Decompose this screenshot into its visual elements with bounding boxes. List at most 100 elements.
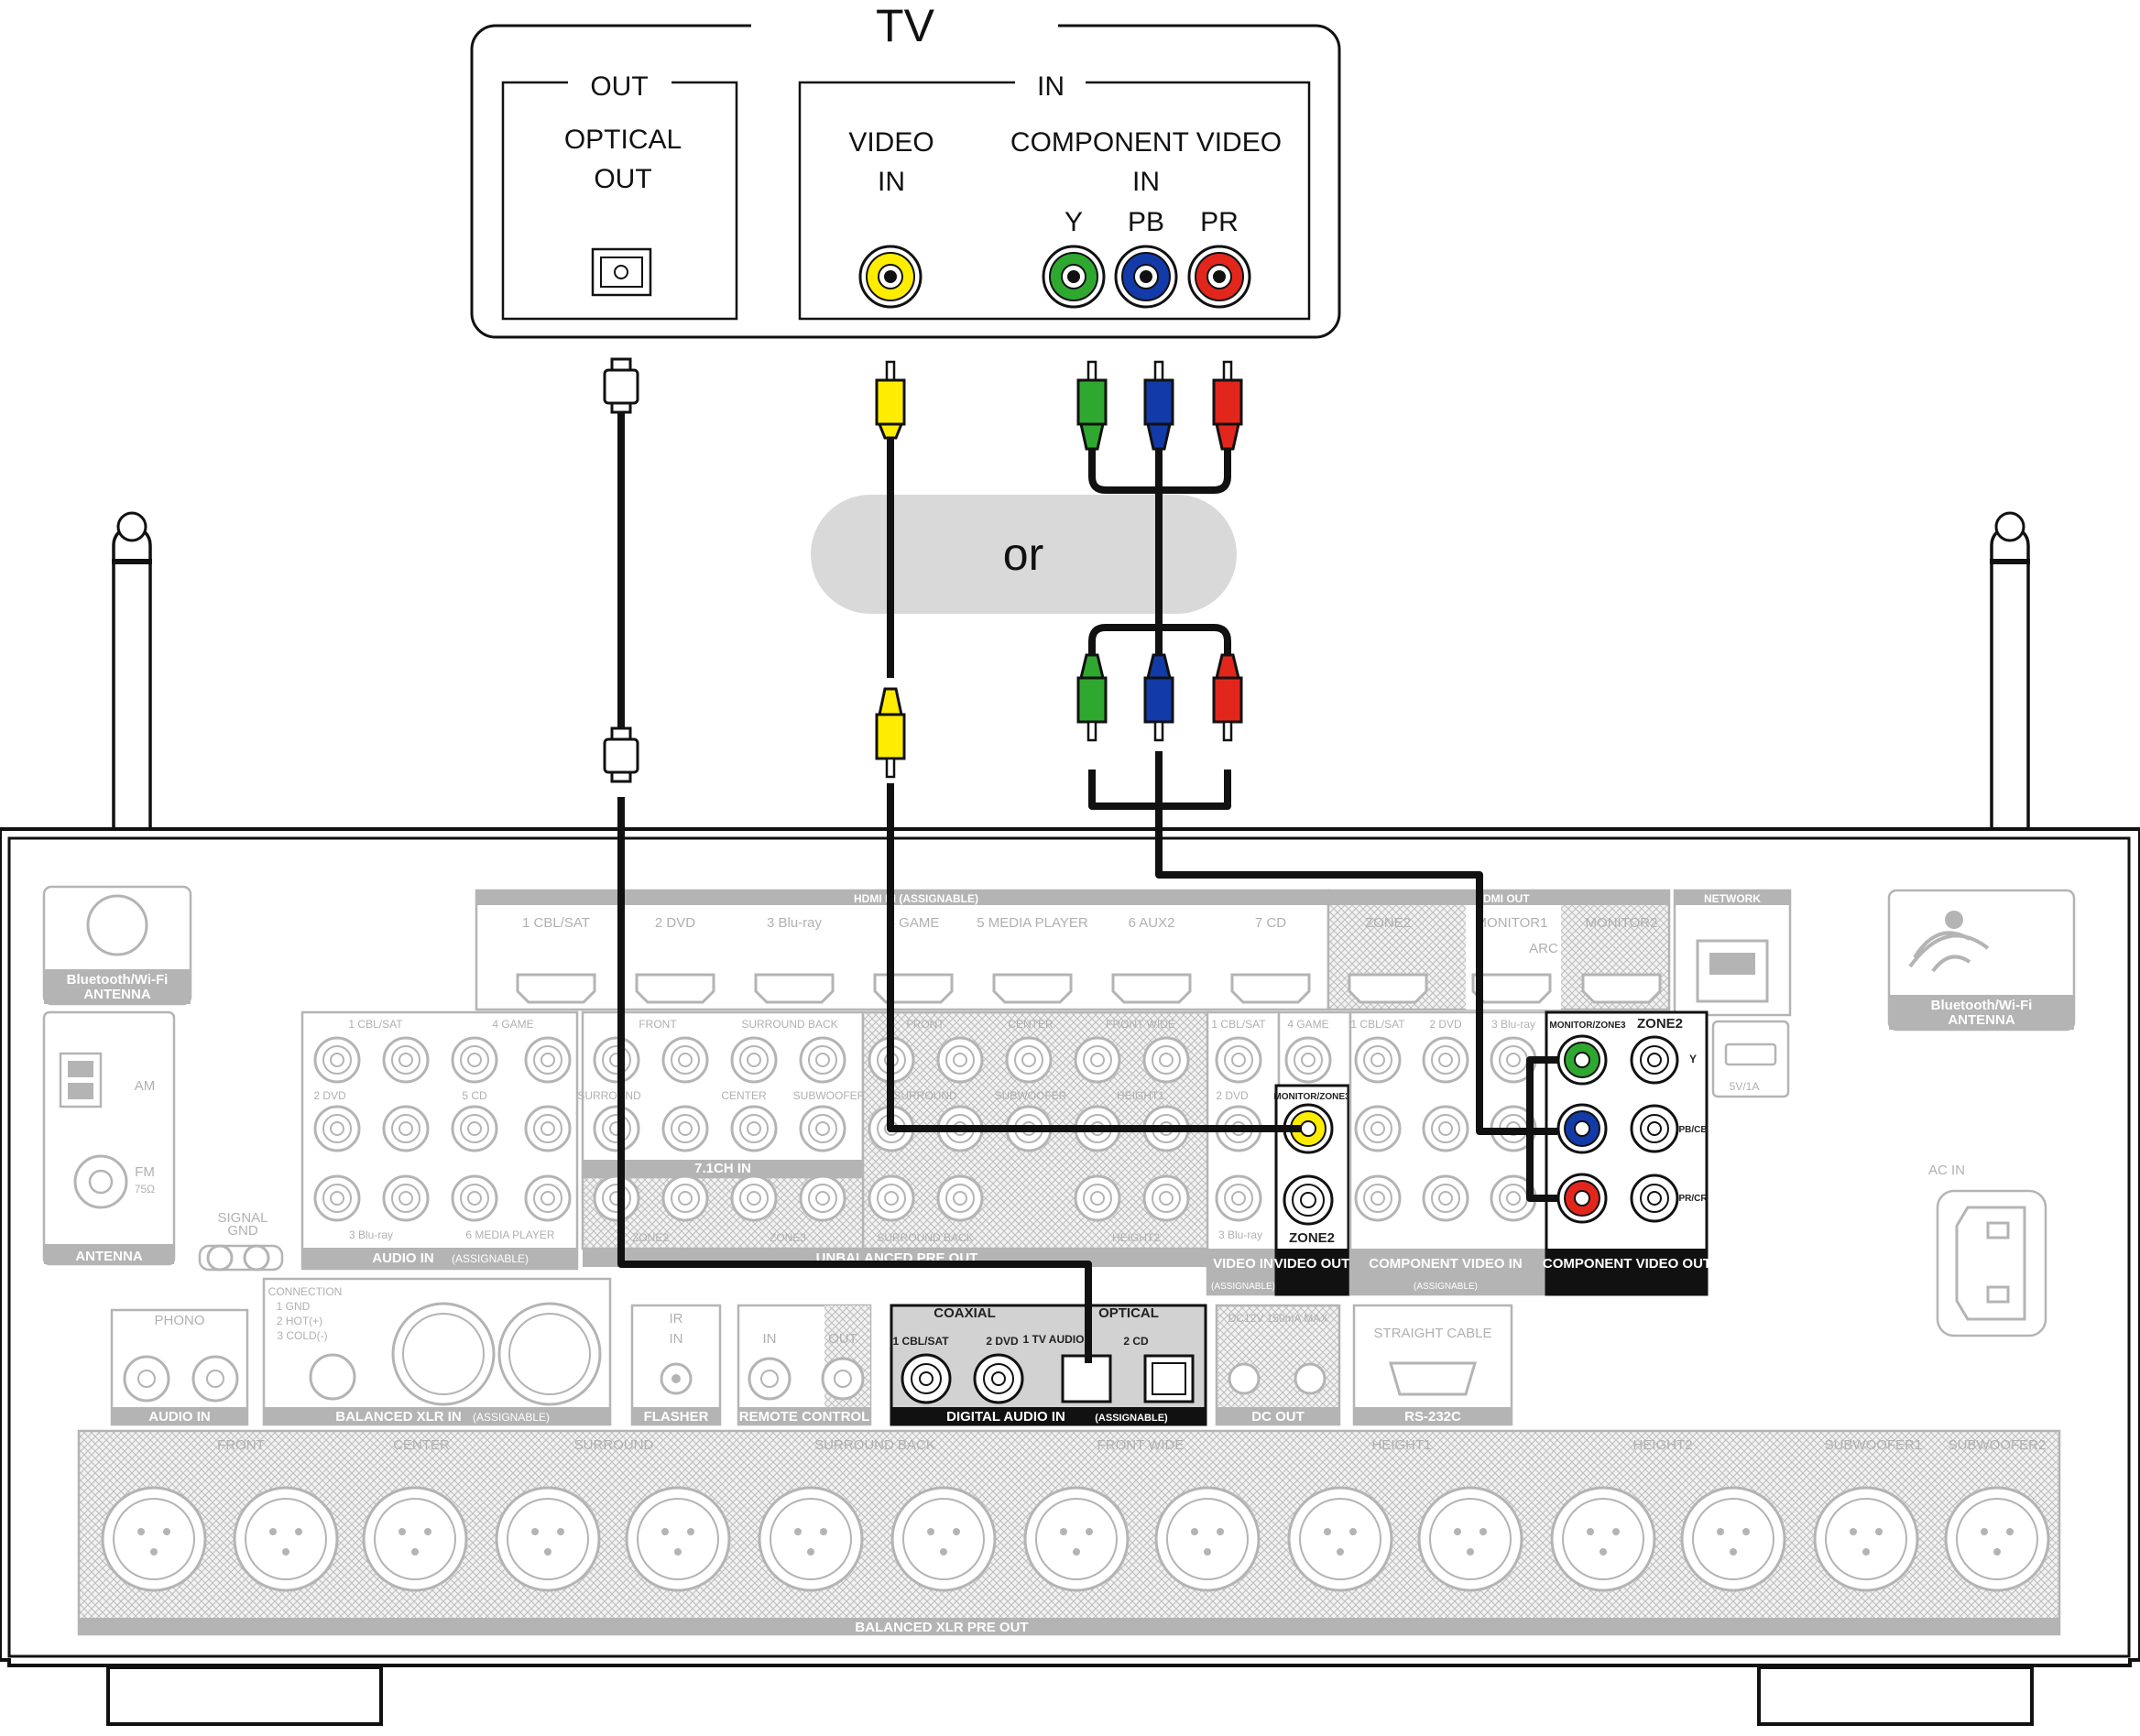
- hdmi-out-port-label: MONITOR2: [1586, 915, 1658, 931]
- component-out-pb-jack: [1556, 1103, 1608, 1154]
- bt-antenna-left-terminal: Bluetooth/Wi-Fi ANTENNA: [42, 885, 192, 1006]
- xlr-pre-out-jack: [233, 1486, 339, 1592]
- balanced-xlr-in-label: BALANCED XLR IN: [335, 1409, 462, 1425]
- ch71-surround-label: SURROUND: [577, 1089, 641, 1102]
- tv-video-in-label-2: IN: [878, 167, 905, 197]
- xlr-pre-out-jack: [1550, 1486, 1656, 1592]
- hdmi-in-port-label: 2 DVD: [655, 915, 695, 931]
- hdmi-in-port: 7 CD: [1230, 915, 1311, 1004]
- rs232c-section: STRAIGHT CABLE RS-232C: [1352, 1304, 1513, 1426]
- optical-cable-receiver-run: [617, 797, 1092, 1363]
- pre-height2-label: HEIGHT2: [1112, 1231, 1160, 1244]
- ir-in-label: IN: [670, 1331, 683, 1347]
- component-out-label: COMPONENT VIDEO OUT: [1543, 1256, 1711, 1272]
- xlr-pre-out-jack: [1813, 1486, 1919, 1592]
- ch71-in-jack: [593, 1036, 640, 1084]
- pre-front-wide-label: FRONT WIDE: [1106, 1018, 1175, 1031]
- xlr-group-label: HEIGHT1: [1371, 1437, 1431, 1453]
- pre-zone2-label: ZONE2: [632, 1231, 669, 1244]
- phono-audio-in-label: AUDIO IN: [148, 1409, 211, 1425]
- balanced-pre-out-label: BALANCED XLR PRE OUT: [855, 1620, 1028, 1635]
- audio-in-jack: [524, 1036, 572, 1084]
- dc-out-section: DC12V 150mA MAX DC OUT: [1215, 1304, 1341, 1426]
- component-out-monitor-label: MONITOR/ZONE3: [1549, 1021, 1626, 1031]
- audio-in-dvd-label: 2 DVD: [313, 1089, 346, 1102]
- hdmi-in-port: 5 MEDIA PLAYER: [977, 915, 1088, 1004]
- component-out-zone2-label: ZONE2: [1637, 1016, 1683, 1032]
- audio-in-bluray-label: 3 Blu-ray: [349, 1228, 393, 1241]
- tv-component-pr-jack: [1187, 245, 1251, 309]
- remote-control-section: IN OUT REMOTE CONTROL: [737, 1304, 872, 1426]
- network-label: NETWORK: [1704, 892, 1761, 905]
- hdmi-out-port: MONITOR2: [1581, 915, 1662, 1004]
- audio-in-jack: [451, 1174, 498, 1222]
- hdmi-in-port: 6 AUX2: [1111, 915, 1192, 1004]
- hdmi-out-port: ZONE2: [1348, 915, 1428, 1004]
- component-out-y-label: Y: [1689, 1053, 1697, 1065]
- audio-in-jack: [451, 1105, 498, 1152]
- optical-plug-receiver: [603, 726, 639, 783]
- composite-plug-tv: [875, 360, 906, 440]
- component-plug-receiver: [1143, 653, 1174, 742]
- signal-gnd-label: SIGNAL: [217, 1210, 268, 1226]
- component-in-jack: [1354, 1036, 1402, 1084]
- tv-out-group-label: OUT: [590, 71, 648, 102]
- component-cable-y-branch: [1526, 1056, 1557, 1202]
- or-divider: [811, 495, 1237, 614]
- phono-label: PHONO: [154, 1313, 204, 1328]
- composite-plug-receiver: [875, 687, 906, 779]
- pre-height1-label: HEIGHT1: [1117, 1089, 1164, 1102]
- component-in-jack: [1354, 1105, 1402, 1152]
- video-out-section: MONITOR/ZONE3 ZONE2 VIDEO OUT: [1273, 1084, 1350, 1296]
- audio-in-media-label: 6 MEDIA PLAYER: [465, 1228, 554, 1241]
- component-in-jack: [1422, 1105, 1469, 1152]
- ch71-in-jack: [799, 1036, 846, 1084]
- component-plug-receiver: [1076, 653, 1108, 742]
- network-port: NETWORK: [1673, 889, 1792, 1017]
- ch71-in-label: 7.1CH IN: [694, 1161, 751, 1176]
- audio-in-jack: [382, 1174, 430, 1222]
- coax-cbl-label: 1 CBL/SAT: [892, 1335, 949, 1348]
- hdmi-out-port: MONITOR1: [1471, 915, 1552, 1004]
- ch71-in-jack: [661, 1036, 709, 1084]
- xlr-group-label: FRONT: [217, 1437, 265, 1453]
- hdmi-in-port: 2 DVD: [635, 915, 715, 1004]
- xlr-group-label: SURROUND BACK: [814, 1437, 935, 1453]
- pre-out-jack: [868, 1174, 915, 1222]
- video-in-jack: [1215, 1036, 1262, 1084]
- component-cable-tail: [1088, 751, 1557, 1135]
- tv-component-pb-jack: [1114, 245, 1178, 309]
- optical-cd-label: 2 CD: [1123, 1335, 1149, 1348]
- pre-out-jack: [1142, 1036, 1190, 1084]
- tv-in-group-label: IN: [1037, 71, 1065, 102]
- hdmi-in-port-label: 7 CD: [1255, 915, 1286, 931]
- hdmi-out-port-label: ZONE2: [1365, 915, 1411, 931]
- video-in-src-3: 3 Blu-ray: [1218, 1228, 1262, 1241]
- audio-in-jack: [313, 1174, 361, 1222]
- audio-in-jack: [524, 1174, 572, 1222]
- xlr-pre-out-jack: [625, 1486, 731, 1592]
- optical-label: OPTICAL: [1098, 1305, 1159, 1321]
- flasher-label: FLASHER: [644, 1409, 709, 1425]
- av-receiver-rear-panel: Bluetooth/Wi-Fi ANTENNA Bluetooth/Wi-Fi …: [0, 511, 2140, 1726]
- hdmi-out-header: HDMI OUT: [1475, 892, 1530, 905]
- pre-front-label: FRONT: [906, 1018, 944, 1031]
- tv-component-in-label: COMPONENT VIDEO: [1010, 127, 1282, 158]
- component-in-src-3: 3 Blu-ray: [1491, 1018, 1535, 1031]
- xlr-group-label: CENTER: [393, 1437, 450, 1453]
- tv-optical-out-label-2: OUT: [594, 164, 651, 194]
- remote-out-label: OUT: [828, 1331, 857, 1347]
- ch71-subwoofer-label: SUBWOOFER: [793, 1089, 866, 1102]
- component-in-src-1: 1 CBL/SAT: [1350, 1018, 1405, 1031]
- hdmi-in-port-label: 5 MEDIA PLAYER: [977, 915, 1088, 931]
- digital-audio-in-label: DIGITAL AUDIO IN: [946, 1409, 1065, 1425]
- audio-in-jack: [524, 1105, 572, 1152]
- pre-out-jack: [936, 1174, 984, 1222]
- bt-antenna-label: Bluetooth/Wi-Fi: [67, 972, 169, 988]
- video-in-label: VIDEO IN: [1213, 1256, 1273, 1272]
- hdmi-in-port-label: 1 CBL/SAT: [522, 915, 590, 931]
- tv-pb-label: PB: [1128, 207, 1164, 237]
- video-in-src-2: 2 DVD: [1216, 1089, 1249, 1102]
- ch71-in-jack: [799, 1105, 846, 1152]
